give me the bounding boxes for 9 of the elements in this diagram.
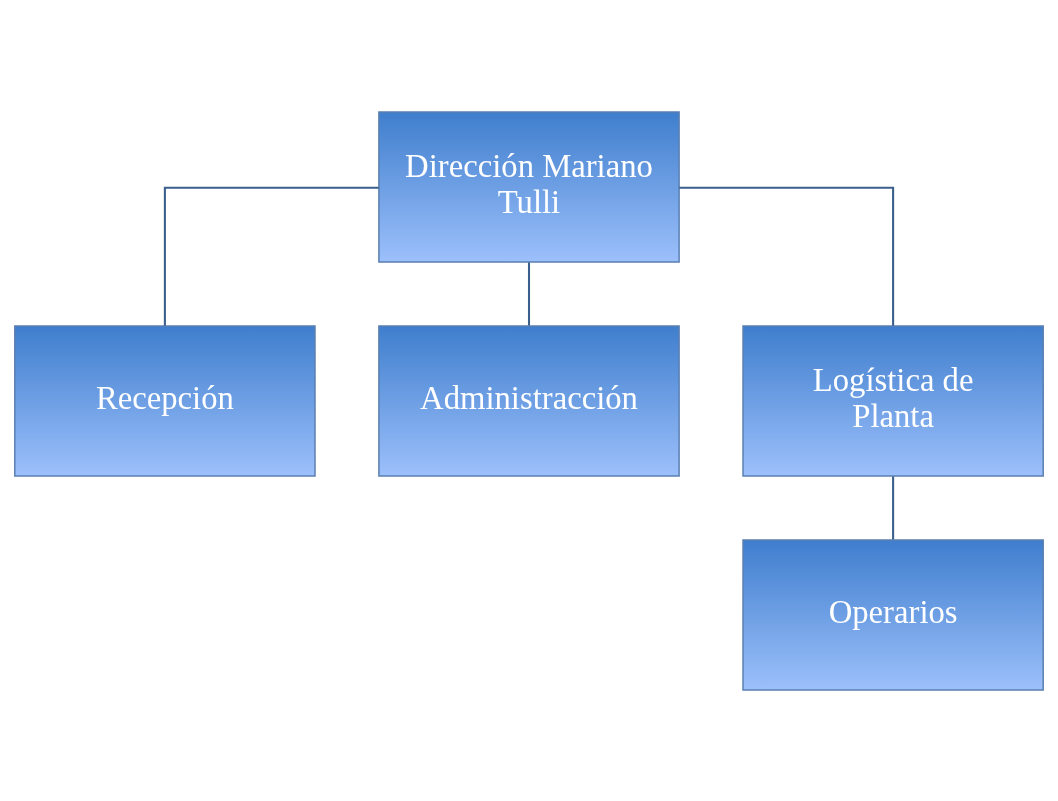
connector [679,186,895,326]
node-box: Dirección Mariano Tulli [378,110,680,263]
node-box: Recepción [14,324,316,477]
node-box: Operarios [742,538,1044,691]
node-box: Logística de Planta [742,324,1044,477]
node-box: Administracción [378,324,680,477]
connector [163,186,379,326]
connector [527,261,531,325]
connector [892,475,895,539]
